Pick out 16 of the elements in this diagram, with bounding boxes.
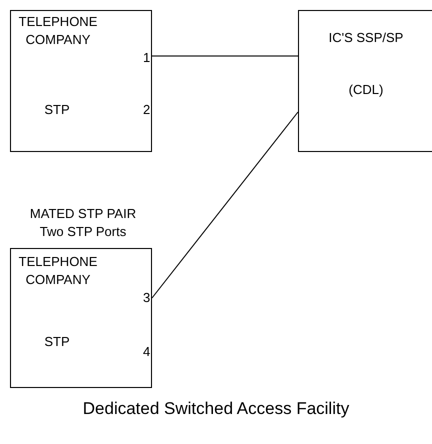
network-box — [298, 10, 432, 152]
box-title: TELEPHONE COMPANY — [18, 253, 98, 289]
box-title: IC'S SSP/SP — [328, 29, 404, 47]
box-label: STP — [43, 333, 71, 351]
port-number: 3 — [143, 289, 152, 307]
caption: Dedicated Switched Access Facility — [82, 398, 350, 420]
port-number: 1 — [143, 49, 152, 67]
group-subheading: Two STP Ports — [38, 223, 128, 241]
group-heading: MATED STP PAIR — [28, 205, 138, 223]
port-number: 4 — [143, 343, 152, 361]
box-label: (CDL) — [348, 81, 384, 99]
box-title: TELEPHONE COMPANY — [18, 13, 98, 49]
network-box — [10, 10, 152, 152]
connector-line — [152, 112, 298, 298]
port-number: 2 — [143, 101, 152, 119]
box-label: STP — [43, 101, 71, 119]
